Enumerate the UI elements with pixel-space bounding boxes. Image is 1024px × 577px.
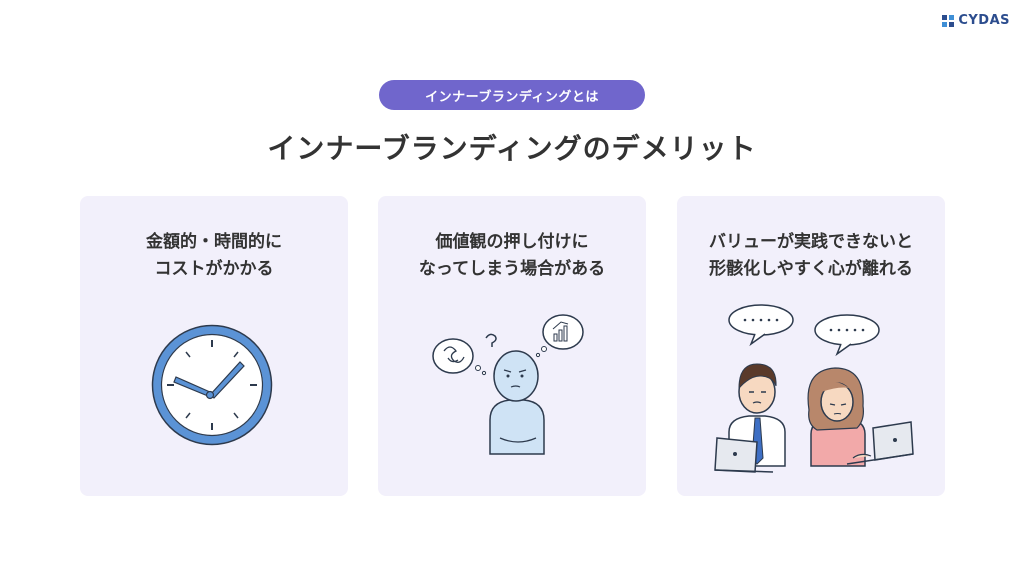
- section-pill: インナーブランディングとは: [379, 80, 645, 110]
- card-cost-text: 金額的・時間的に コストがかかる: [80, 229, 348, 283]
- card-formalization: バリューが実践できないと 形骸化しやすく心が離れる: [677, 196, 945, 496]
- cydas-logo: CYDAS: [942, 13, 1010, 28]
- card-cost-line1: 金額的・時間的に: [146, 232, 282, 252]
- card-formalization-text: バリューが実践できないと 形骸化しやすく心が離れる: [677, 229, 945, 283]
- logo-text: CYDAS: [958, 13, 1010, 28]
- logo-mark-icon: [942, 14, 955, 27]
- card-imposition: 価値観の押し付けに なってしまう場合がある: [378, 196, 646, 496]
- card-imposition-line1: 価値観の押し付けに: [435, 232, 589, 252]
- page-title: インナーブランディングのデメリット: [267, 132, 757, 165]
- disengaged-workers-illustration: [714, 304, 914, 473]
- clock-icon: [151, 324, 273, 446]
- card-formalization-line2: 形骸化しやすく心が離れる: [709, 259, 913, 279]
- card-cost: 金額的・時間的に コストがかかる: [80, 196, 348, 496]
- card-imposition-line2: なってしまう場合がある: [418, 259, 606, 279]
- card-cost-line2: コストがかかる: [154, 259, 274, 279]
- card-formalization-line1: バリューが実践できないと: [709, 232, 913, 252]
- thinking-person-illustration: [432, 314, 584, 455]
- card-imposition-text: 価値観の押し付けに なってしまう場合がある: [378, 229, 646, 283]
